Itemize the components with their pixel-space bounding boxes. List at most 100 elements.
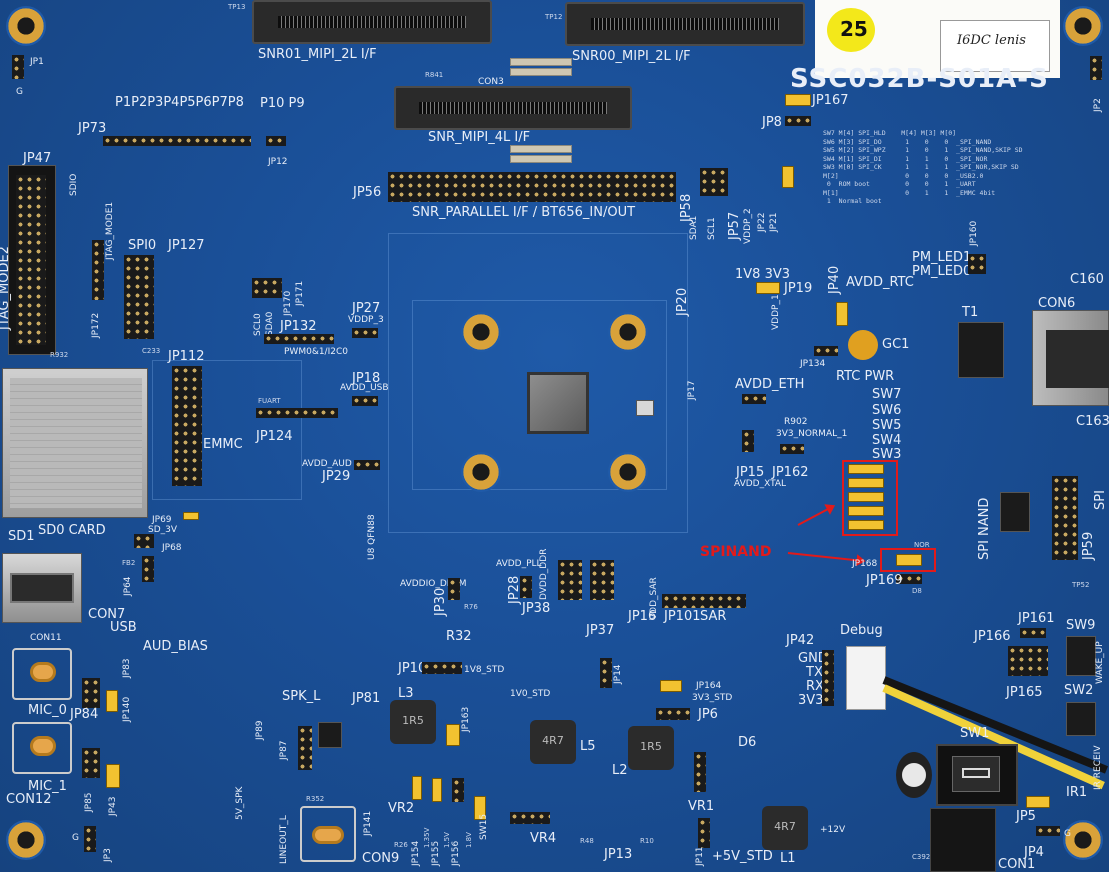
jp19-jumper[interactable] bbox=[756, 282, 780, 294]
jp140-jumper[interactable] bbox=[106, 690, 118, 712]
jp163-jumper[interactable] bbox=[446, 724, 460, 746]
jp68-header bbox=[134, 534, 154, 548]
lineout-pad bbox=[312, 826, 344, 844]
avdd-eth-header bbox=[742, 394, 766, 404]
spinand-annotation: SPINAND bbox=[700, 544, 772, 560]
jp69-jumper[interactable] bbox=[183, 512, 199, 520]
jp155-jumper[interactable] bbox=[432, 778, 442, 802]
jp167-jumper[interactable] bbox=[785, 94, 811, 106]
jp18-label: JP18 bbox=[352, 371, 381, 386]
jp168-label: JP168 bbox=[852, 559, 878, 569]
jp42-label: JP42 bbox=[786, 633, 815, 648]
sw4-jumper[interactable] bbox=[848, 506, 884, 516]
l3-value: 1R5 bbox=[402, 714, 424, 727]
sw3-jumper[interactable] bbox=[848, 520, 884, 530]
jp28-label: JP28 bbox=[507, 575, 522, 604]
jp40-jumper[interactable] bbox=[836, 302, 848, 326]
c233-label: C233 bbox=[142, 347, 161, 355]
jp170-header bbox=[252, 278, 282, 298]
1v0-std-label: 1V0_STD bbox=[510, 689, 551, 699]
smd-row-4 bbox=[510, 155, 572, 163]
jp87-label: JP87 bbox=[279, 740, 289, 760]
r32-label: R32 bbox=[446, 629, 472, 644]
sw6-jumper[interactable] bbox=[848, 478, 884, 488]
snr-4l-connector bbox=[394, 86, 632, 130]
vddp2-label: VDDP_2 bbox=[743, 208, 753, 244]
sw9-label: SW9 bbox=[1066, 618, 1096, 633]
sw4-label: SW4 bbox=[872, 433, 902, 448]
3v3-label: 3V3 bbox=[798, 693, 824, 708]
jp168-jumper[interactable] bbox=[896, 554, 922, 566]
avdd-eth-label: AVDD_ETH bbox=[735, 377, 805, 392]
jp73-header bbox=[103, 136, 251, 146]
mount-hole-tl bbox=[6, 6, 46, 46]
tp52-label: TP52 bbox=[1072, 581, 1090, 589]
jp43-jumper[interactable] bbox=[106, 764, 120, 788]
jp4-header bbox=[1036, 826, 1060, 836]
boot-row: SW6 M[3] SPI_DO 1 0 0 _SPI_NAND bbox=[823, 137, 992, 146]
crystal bbox=[636, 400, 654, 416]
jp5-jumper[interactable] bbox=[1026, 796, 1050, 808]
jp85-header bbox=[82, 748, 100, 778]
jp37-label: JP37 bbox=[586, 623, 615, 638]
debug-connector[interactable] bbox=[846, 646, 886, 710]
sdio-label: SDIO bbox=[69, 173, 79, 196]
snr00-label: SNR00_MIPI_2L I/F bbox=[572, 49, 691, 64]
jp156-label: JP156 bbox=[451, 840, 461, 866]
cpu-mount-br bbox=[608, 452, 648, 492]
tp12-label: TP12 bbox=[545, 13, 563, 21]
mic0-connector[interactable] bbox=[12, 648, 72, 700]
jp10-label: JP10 bbox=[398, 661, 427, 676]
sticker-note: I6DC lenis bbox=[957, 33, 1026, 48]
avdd-aud-label: AVDD_AUD bbox=[302, 459, 352, 469]
vr4-pot[interactable] bbox=[510, 812, 550, 824]
sw5-jumper[interactable] bbox=[848, 492, 884, 502]
jp27-label: JP27 bbox=[352, 301, 381, 316]
jp21-jumper[interactable] bbox=[782, 166, 794, 188]
jp6-label: JP6 bbox=[698, 707, 718, 722]
jp132-header bbox=[264, 334, 334, 344]
sd-3v-label: SD_3V bbox=[148, 525, 178, 535]
jtag-mode1-label: JTAG_MODE1 bbox=[105, 201, 115, 260]
avdd-usb-label: AVDD_USB bbox=[340, 383, 389, 393]
mic1-connector[interactable] bbox=[12, 722, 72, 774]
sw7-jumper[interactable] bbox=[848, 464, 884, 474]
l5-inductor: 4R7 bbox=[530, 720, 576, 764]
boot-row: SW5 M[2] SPI_WPZ 1 0 1 _SPI_NAND,SKIP SD bbox=[823, 146, 1023, 154]
jp161-label: JP161 bbox=[1018, 611, 1055, 626]
boot-table: SW7 M[4] SPI_HLD M[4] M[3] M[0] SW6 M[3]… bbox=[823, 130, 1073, 207]
c160-label: C160 bbox=[1070, 272, 1104, 287]
mic0-label: MIC_0 bbox=[28, 703, 67, 718]
jp160-header bbox=[968, 254, 986, 274]
jp14-header bbox=[600, 658, 612, 688]
jp161-header bbox=[1020, 628, 1046, 638]
dvdd-ddr-label: DVDD_DDR bbox=[539, 548, 549, 600]
jp1-header bbox=[12, 55, 24, 79]
jtag-mode2-label: JTAG_MODE2 bbox=[0, 246, 12, 330]
sw15-jumper[interactable] bbox=[474, 796, 486, 820]
lineout-jack[interactable] bbox=[300, 806, 356, 862]
fuart-label: FUART bbox=[258, 397, 281, 405]
l1-value: 4R7 bbox=[774, 820, 796, 833]
jp124-label: JP124 bbox=[256, 429, 293, 444]
vddp1-label: VDDP_1 bbox=[771, 294, 781, 330]
jp2-header bbox=[1090, 56, 1102, 80]
vr4-label: VR4 bbox=[530, 831, 557, 846]
spi0-header bbox=[124, 255, 154, 339]
sw9-button[interactable] bbox=[1066, 636, 1096, 676]
t1-label: T1 bbox=[962, 305, 979, 320]
jp1-g-label: G bbox=[16, 87, 23, 97]
boot-row: SW4 M[1] SPI_DI 1 1 0 _SPI_NOR bbox=[823, 154, 988, 163]
sw2-button[interactable] bbox=[1066, 702, 1096, 736]
vr1-pot[interactable] bbox=[694, 752, 706, 792]
jp3-g-label: G bbox=[72, 833, 79, 843]
rtc-battery bbox=[848, 330, 878, 360]
jp164-jumper[interactable] bbox=[660, 680, 682, 692]
l3-label: L3 bbox=[398, 686, 414, 701]
dc-jack[interactable] bbox=[930, 808, 996, 872]
jp19-label: JP19 bbox=[784, 281, 813, 296]
r841-label: R841 bbox=[425, 71, 444, 79]
jp12-label: JP12 bbox=[268, 157, 288, 167]
jp17-label: JP17 bbox=[687, 380, 697, 400]
jp154-jumper[interactable] bbox=[412, 776, 422, 800]
